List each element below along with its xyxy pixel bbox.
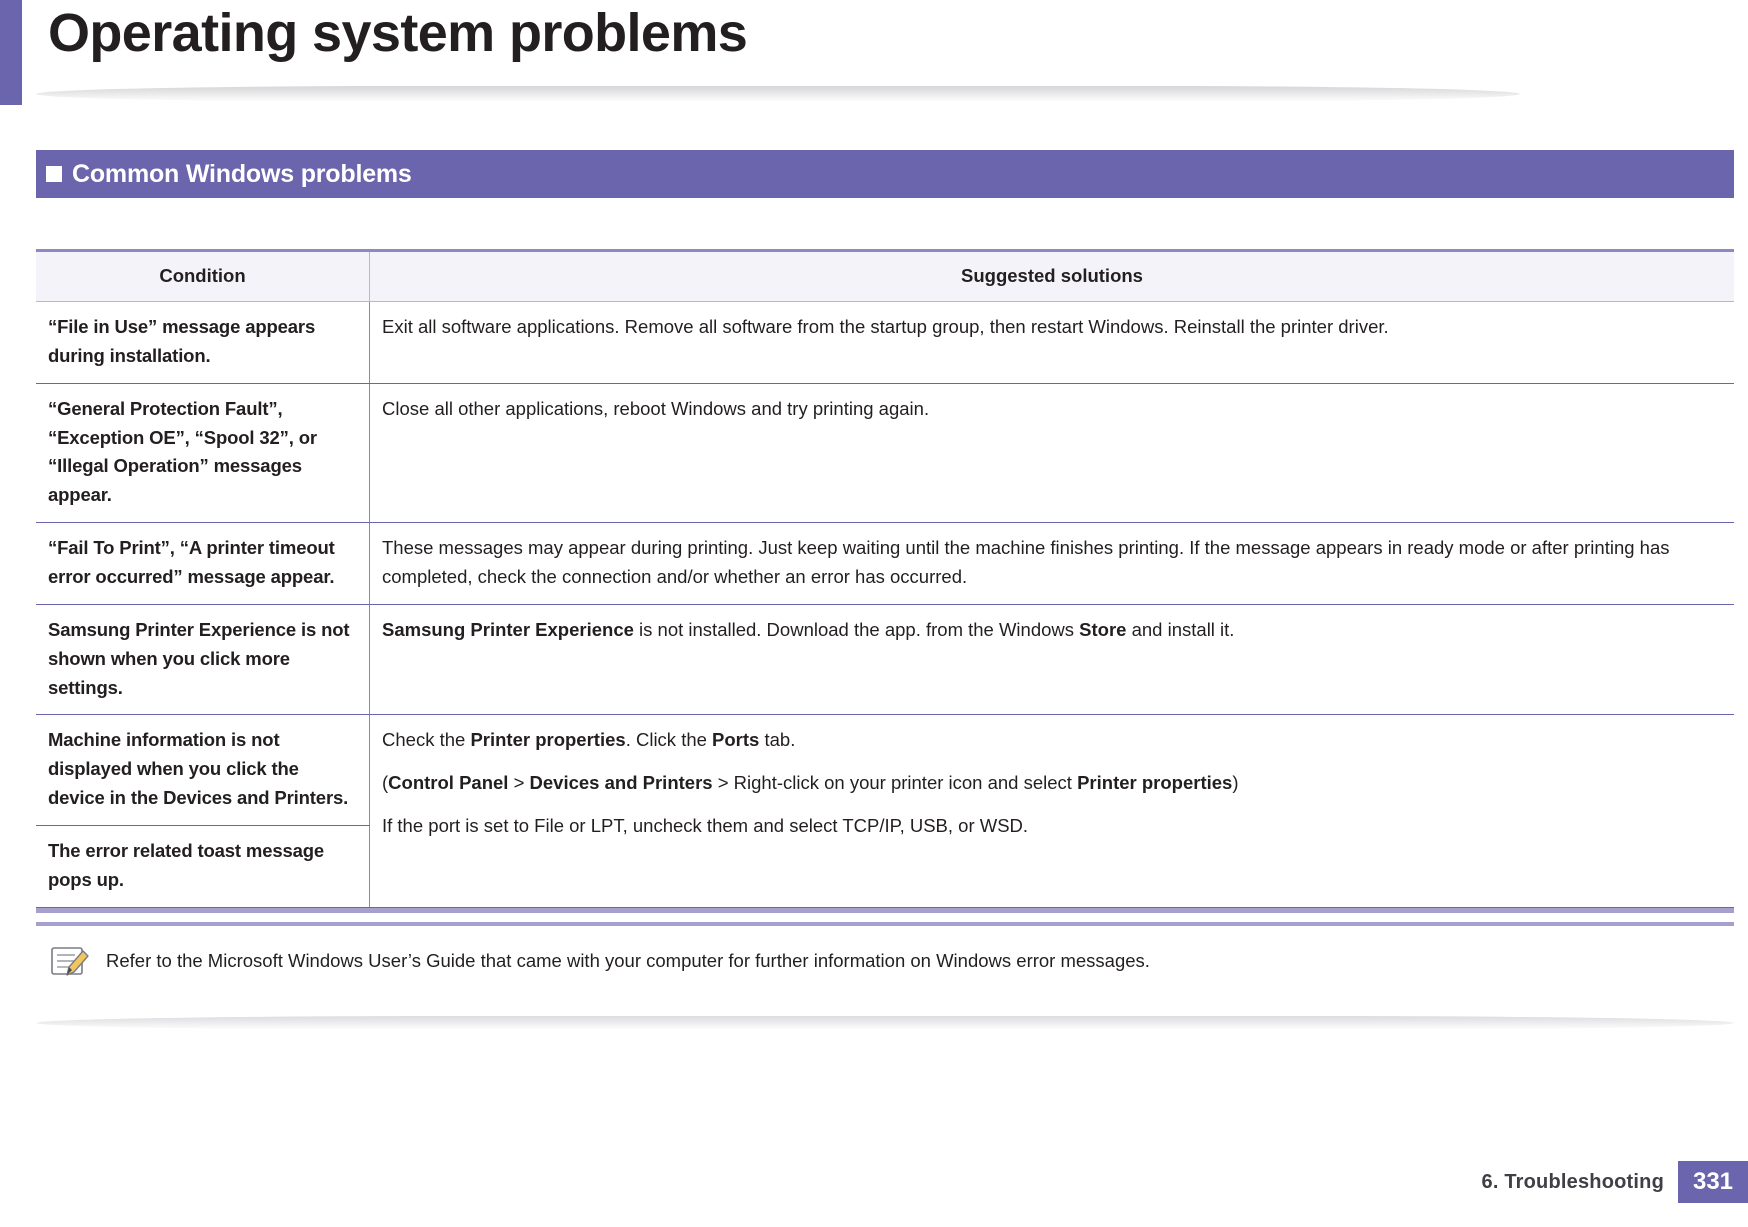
section-title: Common Windows problems — [72, 159, 412, 188]
condition-cell: Samsung Printer Experience is not shown … — [36, 604, 370, 716]
solution-cell: Exit all software applications. Remove a… — [369, 301, 1734, 384]
solution-paragraph: Exit all software applications. Remove a… — [382, 316, 1389, 337]
table-body: “File in Use” message appears during ins… — [36, 301, 1734, 908]
column-header-solutions: Suggested solutions — [369, 249, 1734, 302]
column-header-condition: Condition — [36, 249, 370, 302]
table-head: Condition Suggested solutions — [36, 249, 1734, 302]
solution-cell: Check the Printer properties. Click the … — [369, 714, 1734, 908]
table-header-row: Condition Suggested solutions — [36, 249, 1734, 302]
solution-paragraph: Close all other applications, reboot Win… — [382, 397, 930, 419]
title-shadow-divider — [36, 86, 1520, 102]
solution-paragraph: Samsung Printer Experience is not instal… — [382, 618, 1235, 640]
problems-table-wrap: Condition Suggested solutions “File in U… — [36, 249, 1734, 908]
footer-chapter-label: 6. Troubleshooting — [1481, 1170, 1664, 1193]
condition-cell: The error related toast message pops up. — [36, 825, 370, 908]
solution-cell: Close all other applications, reboot Win… — [369, 383, 1734, 524]
problems-table: Condition Suggested solutions “File in U… — [36, 249, 1734, 908]
page-title-zone: Operating system problems — [0, 0, 1748, 118]
condition-cell: “Fail To Print”, “A printer timeout erro… — [36, 522, 370, 605]
table-row: “Fail To Print”, “A printer timeout erro… — [36, 522, 1734, 605]
note-pencil-icon — [48, 942, 92, 982]
note-block: Refer to the Microsoft Windows User’s Gu… — [36, 922, 1734, 1030]
table-row: Samsung Printer Experience is not shown … — [36, 604, 1734, 716]
table-bottom-rule — [36, 907, 1734, 913]
solution-paragraph: (Control Panel > Devices and Printers > … — [382, 772, 1239, 794]
note-body: Refer to the Microsoft Windows User’s Gu… — [36, 926, 1734, 1000]
table-row: “File in Use” message appears during ins… — [36, 301, 1734, 384]
solution-paragraph: If the port is set to File or LPT, unche… — [382, 815, 1029, 837]
condition-cell: “File in Use” message appears during ins… — [36, 301, 370, 384]
table-row: Machine information is not displayed whe… — [36, 714, 1734, 908]
solution-paragraph: These messages may appear during printin… — [382, 537, 1670, 588]
table-row: “General Protection Fault”, “Exception O… — [36, 383, 1734, 524]
solution-cell: Samsung Printer Experience is not instal… — [369, 604, 1734, 716]
condition-cell: Machine information is not displayed whe… — [36, 714, 370, 827]
white-square-icon — [46, 166, 62, 182]
note-top-rule — [36, 922, 1734, 926]
solution-cell: These messages may appear during printin… — [369, 522, 1734, 605]
condition-cell: “General Protection Fault”, “Exception O… — [36, 383, 370, 524]
solution-paragraph: Check the Printer properties. Click the … — [382, 729, 796, 751]
footer-page-number: 331 — [1678, 1161, 1748, 1203]
note-text: Refer to the Microsoft Windows User’s Gu… — [106, 950, 1150, 971]
page-footer: 6. Troubleshooting 331 — [1482, 1161, 1748, 1203]
note-bottom-shadow — [36, 1016, 1734, 1030]
page-title: Operating system problems — [48, 3, 748, 63]
title-accent-bar — [0, 0, 22, 105]
section-header-band: Common Windows problems — [36, 150, 1734, 198]
table-row: The error related toast message pops up. — [36, 825, 1734, 908]
